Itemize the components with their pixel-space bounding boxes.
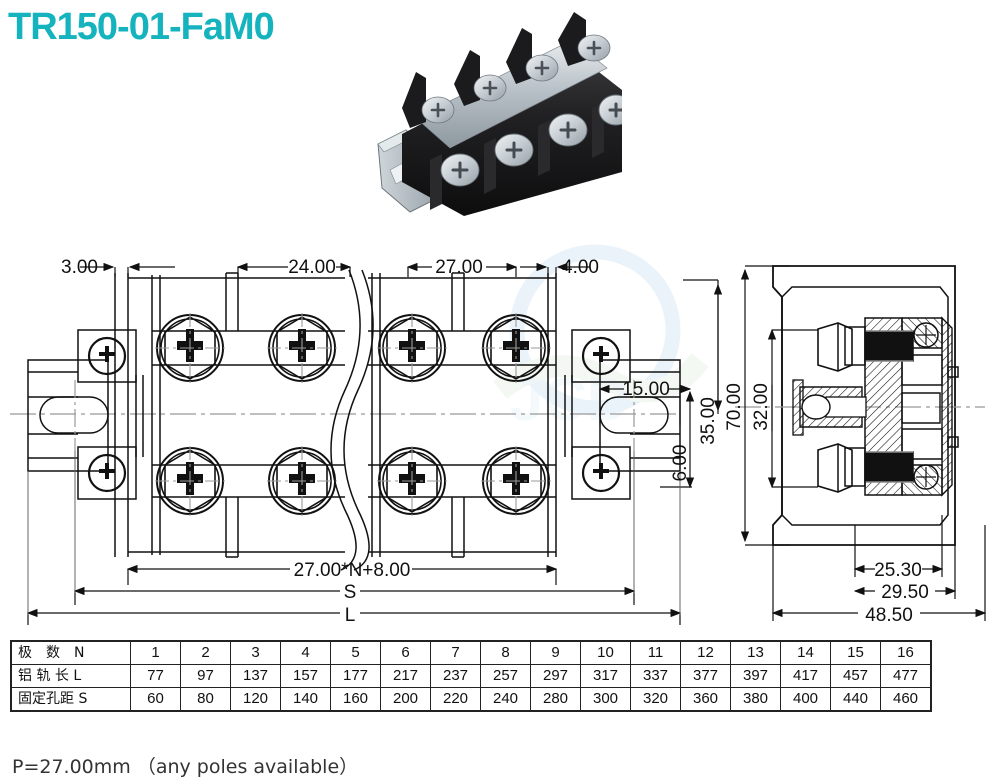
small-screw-left-top xyxy=(87,336,127,376)
cell-n-10: 10 xyxy=(580,640,631,665)
cell-l-6: 217 xyxy=(380,664,431,688)
cell-l-4: 157 xyxy=(280,664,331,688)
terminal-screw-1-top xyxy=(155,313,225,383)
cell-l-10: 317 xyxy=(580,664,631,688)
cell-s-6: 200 xyxy=(380,687,431,712)
section-rail-clip xyxy=(792,379,867,436)
photo-screws-top xyxy=(421,34,611,124)
terminal-screw-4-bottom xyxy=(481,446,551,516)
front-view-geometry xyxy=(10,269,681,571)
dim-6-00-label: 6.00 xyxy=(670,445,691,482)
cell-l-16: 477 xyxy=(880,664,932,688)
dim-25-30-label: 25.30 xyxy=(874,560,922,581)
front-view-dimensions xyxy=(26,262,723,625)
photo-fins xyxy=(402,12,586,128)
terminal-screw-1-bottom xyxy=(155,446,225,516)
cell-s-5: 160 xyxy=(330,687,381,712)
terminal-screw-3-bottom xyxy=(377,446,447,516)
spec-table-body: 极 数 N 1 2 3 4 5 6 7 8 9 10 11 12 13 14 1… xyxy=(10,640,932,712)
terminal-screw-4-top xyxy=(481,313,551,383)
cell-l-5: 177 xyxy=(330,664,381,688)
table-row: 固定孔距 S 60 80 120 140 160 200 220 240 280… xyxy=(10,687,932,712)
dim-S-label: S xyxy=(344,582,357,603)
cell-l-3: 137 xyxy=(230,664,281,688)
cell-n-8: 8 xyxy=(480,640,531,665)
table-row: 铝 轨 长 L 77 97 137 157 177 217 237 257 29… xyxy=(10,664,932,688)
cell-n-9: 9 xyxy=(530,640,581,665)
spec-table: 极 数 N 1 2 3 4 5 6 7 8 9 10 11 12 13 14 1… xyxy=(10,640,932,712)
dim-29-50-label: 29.50 xyxy=(881,582,929,603)
cell-n-2: 2 xyxy=(180,640,231,665)
dim-27N8-label: 27.00*N+8.00 xyxy=(294,560,411,581)
cell-l-14: 417 xyxy=(780,664,831,688)
cell-l-9: 297 xyxy=(530,664,581,688)
cell-s-1: 60 xyxy=(130,687,181,712)
dim-3-00-label: 3.00 xyxy=(61,257,98,278)
small-screw-right-top xyxy=(581,336,621,376)
cell-n-14: 14 xyxy=(780,640,831,665)
cell-s-12: 360 xyxy=(680,687,731,712)
cell-n-13: 13 xyxy=(730,640,781,665)
dim-48-50-label: 48.50 xyxy=(865,605,913,626)
dim-24-00-label: 24.00 xyxy=(288,257,336,278)
cell-l-2: 97 xyxy=(180,664,231,688)
dim-L-label: L xyxy=(345,605,356,626)
cell-n-11: 11 xyxy=(630,640,681,665)
cell-l-11: 337 xyxy=(630,664,681,688)
cell-l-12: 377 xyxy=(680,664,731,688)
cell-s-8: 240 xyxy=(480,687,531,712)
cell-s-2: 80 xyxy=(180,687,231,712)
cell-l-13: 397 xyxy=(730,664,781,688)
cell-n-3: 3 xyxy=(230,640,281,665)
dim-70-00-label: 70.00 xyxy=(724,383,745,431)
cell-s-3: 120 xyxy=(230,687,281,712)
side-section-geometry xyxy=(735,265,985,546)
row-header-rail-length: 铝 轨 长 L xyxy=(10,664,131,688)
dim-4-00-label: 4.00 xyxy=(562,257,599,278)
terminal-screw-2-top xyxy=(267,313,337,383)
page-title: TR150-01-FaM0 xyxy=(8,6,275,48)
cell-n-5: 5 xyxy=(330,640,381,665)
pitch-footnote: P=27.00mm （any poles available） xyxy=(12,756,359,778)
cell-n-4: 4 xyxy=(280,640,331,665)
photo-screws-bottom xyxy=(440,94,622,187)
cell-n-6: 6 xyxy=(380,640,431,665)
cell-n-1: 1 xyxy=(130,640,181,665)
small-screw-right-bottom xyxy=(581,453,621,493)
cell-s-15: 440 xyxy=(830,687,881,712)
section-stud-bottom xyxy=(817,443,939,493)
product-photo xyxy=(377,12,622,216)
dim-35-00-label: 35.00 xyxy=(698,397,719,445)
cell-s-11: 320 xyxy=(630,687,681,712)
cell-s-4: 140 xyxy=(280,687,331,712)
cell-s-9: 280 xyxy=(530,687,581,712)
break-line xyxy=(330,269,374,571)
cell-s-10: 300 xyxy=(580,687,631,712)
terminal-screw-2-bottom xyxy=(267,446,337,516)
cell-n-12: 12 xyxy=(680,640,731,665)
cell-l-1: 77 xyxy=(130,664,181,688)
terminal-screw-3-top xyxy=(377,313,447,383)
side-view-dimensions xyxy=(740,265,987,621)
table-row: 极 数 N 1 2 3 4 5 6 7 8 9 10 11 12 13 14 1… xyxy=(10,640,932,665)
cell-s-7: 220 xyxy=(430,687,481,712)
section-stud-top xyxy=(817,322,939,372)
cell-l-7: 237 xyxy=(430,664,481,688)
dim-15-00-label: 15.00 xyxy=(622,379,670,400)
row-header-hole-spacing: 固定孔距 S xyxy=(10,687,131,712)
cell-s-14: 400 xyxy=(780,687,831,712)
cell-s-16: 460 xyxy=(880,687,932,712)
cell-n-7: 7 xyxy=(430,640,481,665)
cell-s-13: 380 xyxy=(730,687,781,712)
dim-27-00-label: 27.00 xyxy=(435,257,483,278)
cell-n-15: 15 xyxy=(830,640,881,665)
dim-32-00-label: 32.00 xyxy=(751,383,772,431)
technical-drawing: 3.00 24.00 27.00 4.00 15.00 35.00 6.00 2… xyxy=(10,257,987,626)
cell-n-16: 16 xyxy=(880,640,932,665)
small-screw-left-bottom xyxy=(87,453,127,493)
cell-l-15: 457 xyxy=(830,664,881,688)
row-header-poles: 极 数 N xyxy=(10,640,131,665)
cell-l-8: 257 xyxy=(480,664,531,688)
